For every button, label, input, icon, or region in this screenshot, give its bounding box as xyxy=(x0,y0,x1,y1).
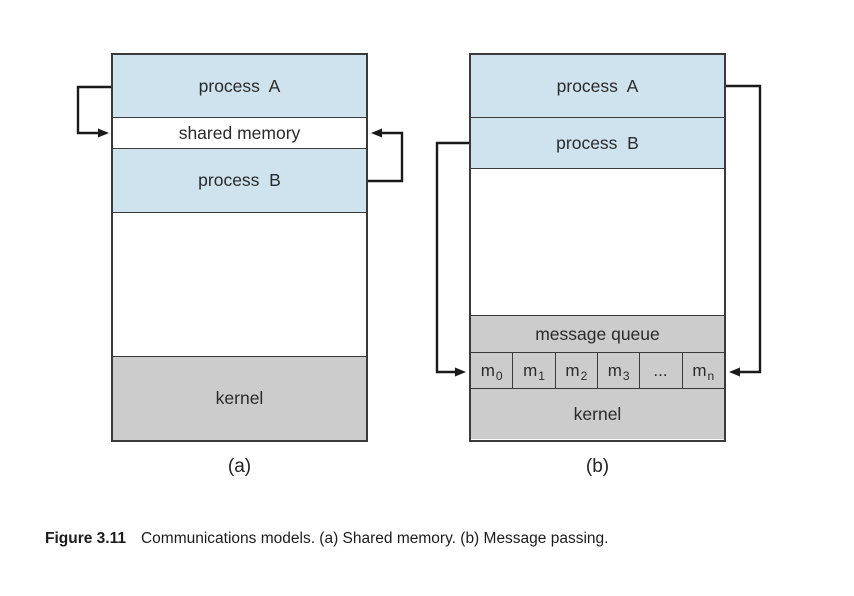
kernel-box: kernel xyxy=(471,389,724,439)
cell-base: m xyxy=(607,360,622,380)
cell-base: m xyxy=(565,360,580,380)
cell-base: m xyxy=(523,360,538,380)
diagram-a-label: (a) xyxy=(227,456,252,477)
cell-base: m xyxy=(480,360,495,380)
arrow-process-a-to-shared-memory xyxy=(76,85,111,138)
kernel-label: kernel xyxy=(573,403,622,424)
shared-memory-box: shared memory xyxy=(113,118,366,149)
user-space-area xyxy=(113,213,366,357)
kernel-label: kernel xyxy=(215,388,264,408)
cell-subscript: 3 xyxy=(622,368,630,383)
kernel-box: kernel xyxy=(113,357,366,440)
cell-base: m xyxy=(692,360,707,380)
process-a-label: process A xyxy=(198,75,281,96)
diagram-b-label: (b) xyxy=(585,456,610,477)
cell-subscript: 1 xyxy=(538,368,545,383)
arrow-process-b-to-shared-memory xyxy=(368,128,404,183)
process-b-box: process B xyxy=(471,118,724,169)
cell-subscript: n xyxy=(707,368,715,383)
message-cell-ellipsis: ... xyxy=(639,353,682,388)
process-a-box: process A xyxy=(113,55,366,118)
process-b-box: process B xyxy=(113,149,366,213)
cell-subscript: 0 xyxy=(495,368,503,383)
process-b-label: process B xyxy=(556,132,639,153)
diagram-shared-memory: process A shared memory process B kernel xyxy=(111,53,368,442)
figure-caption: Figure 3.11 Communications models. (a) S… xyxy=(45,530,608,548)
user-space-area xyxy=(471,169,724,316)
cell-subscript: 2 xyxy=(580,368,588,383)
process-b-label: process B xyxy=(198,170,281,190)
figure-caption-text: Communications models. (a) Shared memory… xyxy=(140,530,609,547)
process-a-box: process A xyxy=(471,55,724,118)
arrow-process-a-to-message-queue xyxy=(726,84,762,377)
message-queue-label: message queue xyxy=(535,323,660,344)
process-a-label: process A xyxy=(556,75,639,96)
cell-base: ... xyxy=(653,360,668,380)
shared-memory-label: shared memory xyxy=(178,122,301,143)
figure-number: Figure 3.11 xyxy=(45,530,126,547)
message-queue-box: message queue xyxy=(471,316,724,353)
arrow-process-b-to-message-queue xyxy=(435,141,469,377)
